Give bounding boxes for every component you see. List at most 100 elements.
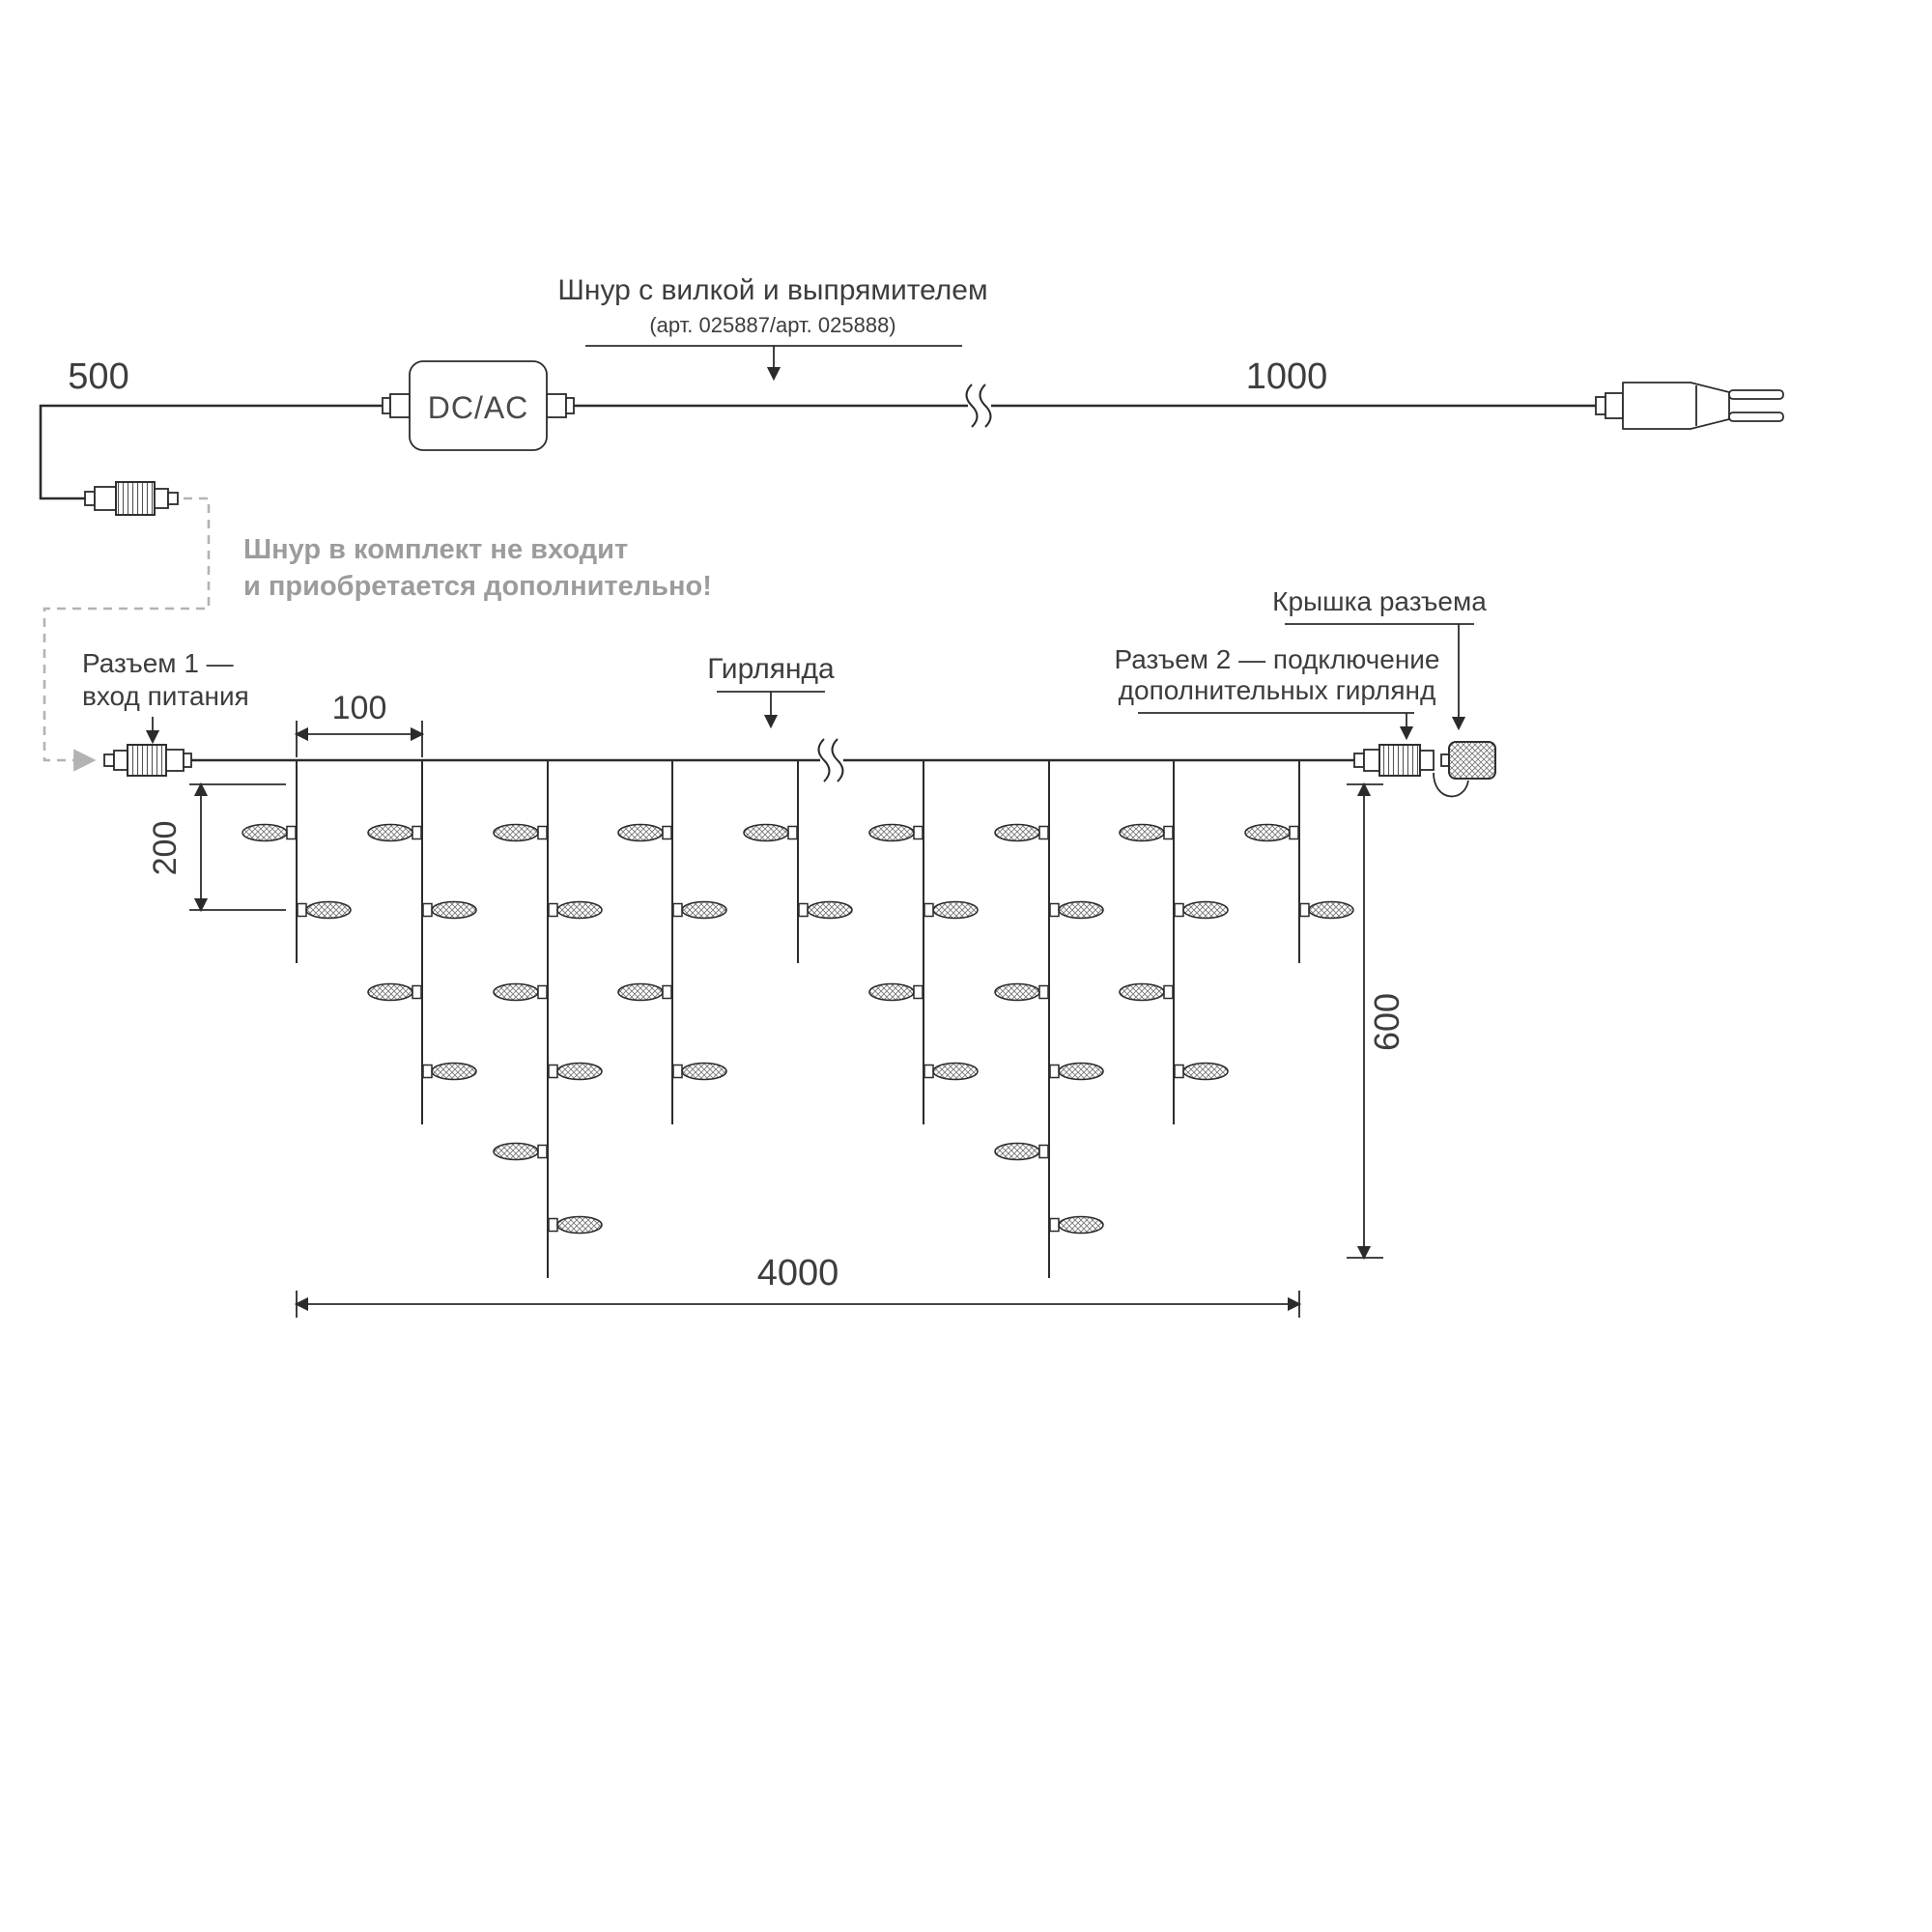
garland-assembly: Разъем 1 — вход питания Гирлянда Разъем … — [82, 586, 1496, 1318]
bulb-socket — [422, 902, 433, 918]
garland-drops — [242, 760, 1354, 1278]
note-line1: Шнур в комплект не входит — [243, 534, 628, 565]
garland-drop — [994, 760, 1104, 1278]
bulb-socket — [1049, 902, 1060, 918]
bulb-socket — [412, 984, 422, 1000]
led-bulb — [493, 823, 539, 842]
dashed-connection-path — [43, 497, 211, 772]
led-bulb — [743, 823, 789, 842]
cord-break-symbol — [965, 384, 992, 428]
led-bulb — [681, 900, 727, 920]
dim-200-label: 200 — [147, 821, 184, 876]
connector1-label-line2: вход питания — [82, 681, 249, 711]
led-bulb — [681, 1062, 727, 1081]
bulb-socket — [662, 984, 672, 1000]
led-bulb — [1182, 1062, 1229, 1081]
garland-drop — [1244, 760, 1354, 963]
bulb-socket — [1174, 902, 1184, 918]
dimension-spacing-100: 100 — [294, 690, 425, 757]
cap-leash — [1433, 772, 1469, 798]
led-bulb — [868, 982, 915, 1002]
bulb-socket — [1038, 825, 1049, 840]
cap-label: Крышка разъема — [1272, 586, 1487, 616]
garland-drop — [743, 760, 853, 963]
led-bulb — [1308, 900, 1354, 920]
connector2-label-line2: дополнительных гирлянд — [1119, 675, 1436, 705]
bulb-socket — [422, 1064, 433, 1079]
led-bulb — [807, 900, 853, 920]
led-bulb — [994, 1142, 1040, 1161]
dim-600-label: 600 — [1367, 993, 1406, 1051]
cord-left-segment — [39, 404, 390, 500]
bulb-socket — [286, 825, 297, 840]
bulb-socket — [662, 825, 672, 840]
bulb-socket — [548, 1217, 558, 1233]
dim-1000-label: 1000 — [1246, 356, 1328, 397]
led-bulb — [617, 982, 664, 1002]
bulb-socket — [1038, 1144, 1049, 1159]
led-bulb — [493, 1142, 539, 1161]
bulb-socket — [1049, 1064, 1060, 1079]
led-bulb — [242, 823, 288, 842]
bulb-socket — [787, 825, 798, 840]
led-bulb — [932, 1062, 979, 1081]
bulb-socket — [923, 1064, 934, 1079]
led-bulb — [994, 982, 1040, 1002]
led-bulb — [556, 1062, 603, 1081]
bulb-socket — [297, 902, 307, 918]
note-line2: и приобретается дополнительно! — [243, 571, 712, 602]
bulb-socket — [537, 825, 548, 840]
led-bulb — [367, 823, 413, 842]
connector-cap — [1433, 741, 1496, 798]
mains-plug — [1595, 382, 1784, 430]
garland-drop — [868, 760, 979, 1124]
led-bulb — [1119, 982, 1165, 1002]
connector2-label-line1: Разъем 2 — подключение — [1114, 644, 1439, 674]
dcac-box-label: DC/AC — [428, 390, 529, 425]
garland-drop — [367, 760, 477, 1124]
led-bulb — [1058, 900, 1104, 920]
bulb-socket — [1163, 825, 1174, 840]
cord-title-label: Шнур с вилкой и выпрямителем — [557, 274, 987, 306]
bulb-socket — [537, 1144, 548, 1159]
bulb-socket — [412, 825, 422, 840]
led-bulb — [617, 823, 664, 842]
plug-prong-bottom — [1728, 412, 1784, 422]
dimension-total-4000: 4000 — [294, 1253, 1302, 1318]
bulb-socket — [537, 984, 548, 1000]
garland-drop — [1119, 760, 1229, 1124]
led-bulb — [367, 982, 413, 1002]
dim-500-label: 500 — [68, 356, 128, 397]
connector1-label-line1: Разъем 1 — — [82, 648, 234, 678]
led-bulb — [932, 900, 979, 920]
led-bulb — [556, 1215, 603, 1235]
dim-4000-label: 4000 — [757, 1253, 839, 1293]
garland-extension-connector — [1353, 744, 1435, 777]
led-bulb — [431, 1062, 477, 1081]
garland-drop — [242, 760, 352, 963]
cord-article-label: (арт. 025887/арт. 025888) — [649, 313, 895, 337]
bulb-socket — [1174, 1064, 1184, 1079]
led-bulb — [994, 823, 1040, 842]
garland-break-symbol — [817, 738, 844, 782]
bulb-socket — [548, 1064, 558, 1079]
bulb-socket — [923, 902, 934, 918]
power-cord-assembly: DC/AC Шнур с вилкой и выпрямителем (арт.… — [39, 274, 1784, 516]
dim-100-label: 100 — [332, 690, 387, 726]
led-bulb — [868, 823, 915, 842]
bulb-socket — [548, 902, 558, 918]
led-bulb — [431, 900, 477, 920]
led-bulb — [1119, 823, 1165, 842]
garland-input-connector — [103, 744, 192, 777]
bulb-socket — [1038, 984, 1049, 1000]
garland-drop — [493, 760, 603, 1278]
bulb-socket — [913, 984, 923, 1000]
bulb-socket — [1299, 902, 1310, 918]
plug-prong-top — [1728, 389, 1784, 400]
led-bulb — [1182, 900, 1229, 920]
led-bulb — [1244, 823, 1291, 842]
garland-label: Гирлянда — [707, 653, 835, 685]
led-bulb — [556, 900, 603, 920]
